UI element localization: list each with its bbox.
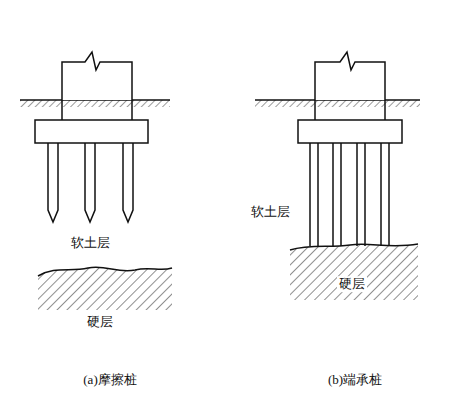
- caption-label: (b)端承桩: [326, 372, 384, 388]
- pile-cap: [298, 120, 402, 143]
- layer-label: 软土层: [249, 204, 292, 220]
- layer-label: 软土层: [69, 235, 112, 251]
- ground-hatch: [255, 100, 420, 107]
- pile: [333, 143, 341, 246]
- column: [62, 52, 132, 100]
- ground-hatch: [20, 100, 170, 107]
- caption-label: (a)摩擦桩: [81, 372, 138, 388]
- pile: [357, 143, 365, 246]
- column: [315, 52, 385, 100]
- hard-layer-top: [38, 267, 172, 276]
- hard-layer: [38, 267, 172, 310]
- layer-label: 硬层: [337, 276, 367, 292]
- layer-label: 硬层: [85, 314, 115, 330]
- pile: [85, 143, 95, 222]
- hard-layer: [290, 244, 418, 300]
- pile: [123, 143, 133, 222]
- pile: [381, 143, 389, 246]
- pile-cap: [35, 120, 148, 143]
- pile: [48, 143, 58, 222]
- hard-layer-top: [290, 244, 418, 250]
- pile: [310, 143, 318, 246]
